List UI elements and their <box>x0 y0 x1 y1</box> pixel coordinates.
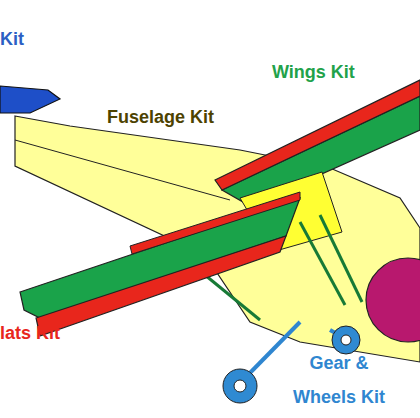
wheel-hub <box>341 335 351 345</box>
part-label: Kit <box>0 28 60 50</box>
gear-leg <box>243 322 300 380</box>
part-label: lats Kit <box>0 322 100 344</box>
wing-strut <box>205 275 260 320</box>
part-label: Fuselage Kit <box>107 106 247 128</box>
nose-cowling <box>366 258 420 342</box>
slat <box>36 236 286 336</box>
wing-strut <box>320 215 362 302</box>
fuselage-line <box>15 140 230 200</box>
wheel <box>223 369 257 403</box>
part-label: Gear & Wheels Kit <box>280 346 398 414</box>
tail-stabilizer <box>0 86 60 113</box>
wheel <box>332 326 360 354</box>
wing-strut <box>300 222 345 305</box>
wheel-hub <box>234 380 246 392</box>
part-label: Wings Kit <box>272 61 402 83</box>
